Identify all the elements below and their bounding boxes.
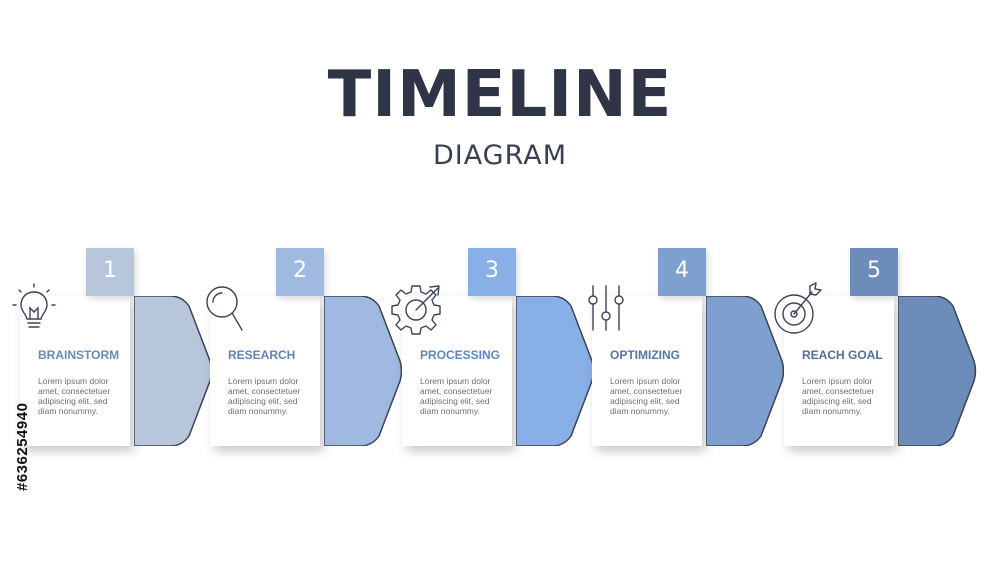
step-card	[402, 296, 512, 446]
step-card	[210, 296, 320, 446]
lightbulb-icon	[12, 283, 56, 328]
side-id-label: #636254940	[14, 402, 31, 491]
target-icon	[774, 282, 822, 334]
step-number-box	[468, 248, 516, 296]
step-number: 5	[867, 258, 881, 283]
timeline-step-3: 3 PROCESSING Lorem ipsum dolor amet, con…	[391, 248, 602, 448]
step-arrow	[898, 296, 977, 446]
step-description: Lorem ipsum dolor amet, consectetuer adi…	[38, 376, 111, 416]
timeline-step-5: 5 REACH GOAL Lorem ipsum dolor amet, con…	[774, 248, 984, 448]
step-number-box	[276, 248, 324, 296]
timeline-step-4: 4 OPTIMIZING Lorem ipsum dolor amet, con…	[588, 248, 792, 448]
step-number: 1	[103, 258, 117, 283]
step-description: Lorem ipsum dolor amet, consectetuer adi…	[610, 376, 683, 416]
step-card	[592, 296, 702, 446]
step-arrow	[324, 296, 403, 446]
step-number-box	[658, 248, 706, 296]
step-label: OPTIMIZING	[610, 348, 680, 362]
step-label: RESEARCH	[228, 348, 296, 362]
step-description: Lorem ipsum dolor amet, consectetuer adi…	[802, 376, 875, 416]
page-subtitle: DIAGRAM	[432, 140, 568, 171]
magnifier-icon	[206, 286, 243, 331]
timeline-step-2: 2 RESEARCH Lorem ipsum dolor amet, conse…	[206, 248, 410, 448]
side-id-text: #636254940	[12, 321, 32, 491]
step-number: 3	[485, 258, 499, 283]
timeline-step-1: 1 BRAINSTORM Lorem ipsum dolor amet, con…	[12, 248, 220, 448]
step-number: 2	[293, 258, 307, 283]
step-description: Lorem ipsum dolor amet, consectetuer adi…	[228, 376, 301, 416]
page-title: TIMELINE	[327, 58, 673, 132]
step-number: 4	[675, 258, 689, 283]
step-card	[20, 296, 130, 446]
gear-arrow-icon	[391, 285, 441, 335]
step-number-box	[850, 248, 898, 296]
step-label: REACH GOAL	[802, 348, 883, 362]
step-arrow	[706, 296, 785, 446]
sliders-icon	[588, 285, 624, 331]
step-label: BRAINSTORM	[38, 348, 120, 362]
step-number-box	[86, 248, 134, 296]
step-label: PROCESSING	[420, 348, 501, 362]
step-description: Lorem ipsum dolor amet, consectetuer adi…	[420, 376, 493, 416]
